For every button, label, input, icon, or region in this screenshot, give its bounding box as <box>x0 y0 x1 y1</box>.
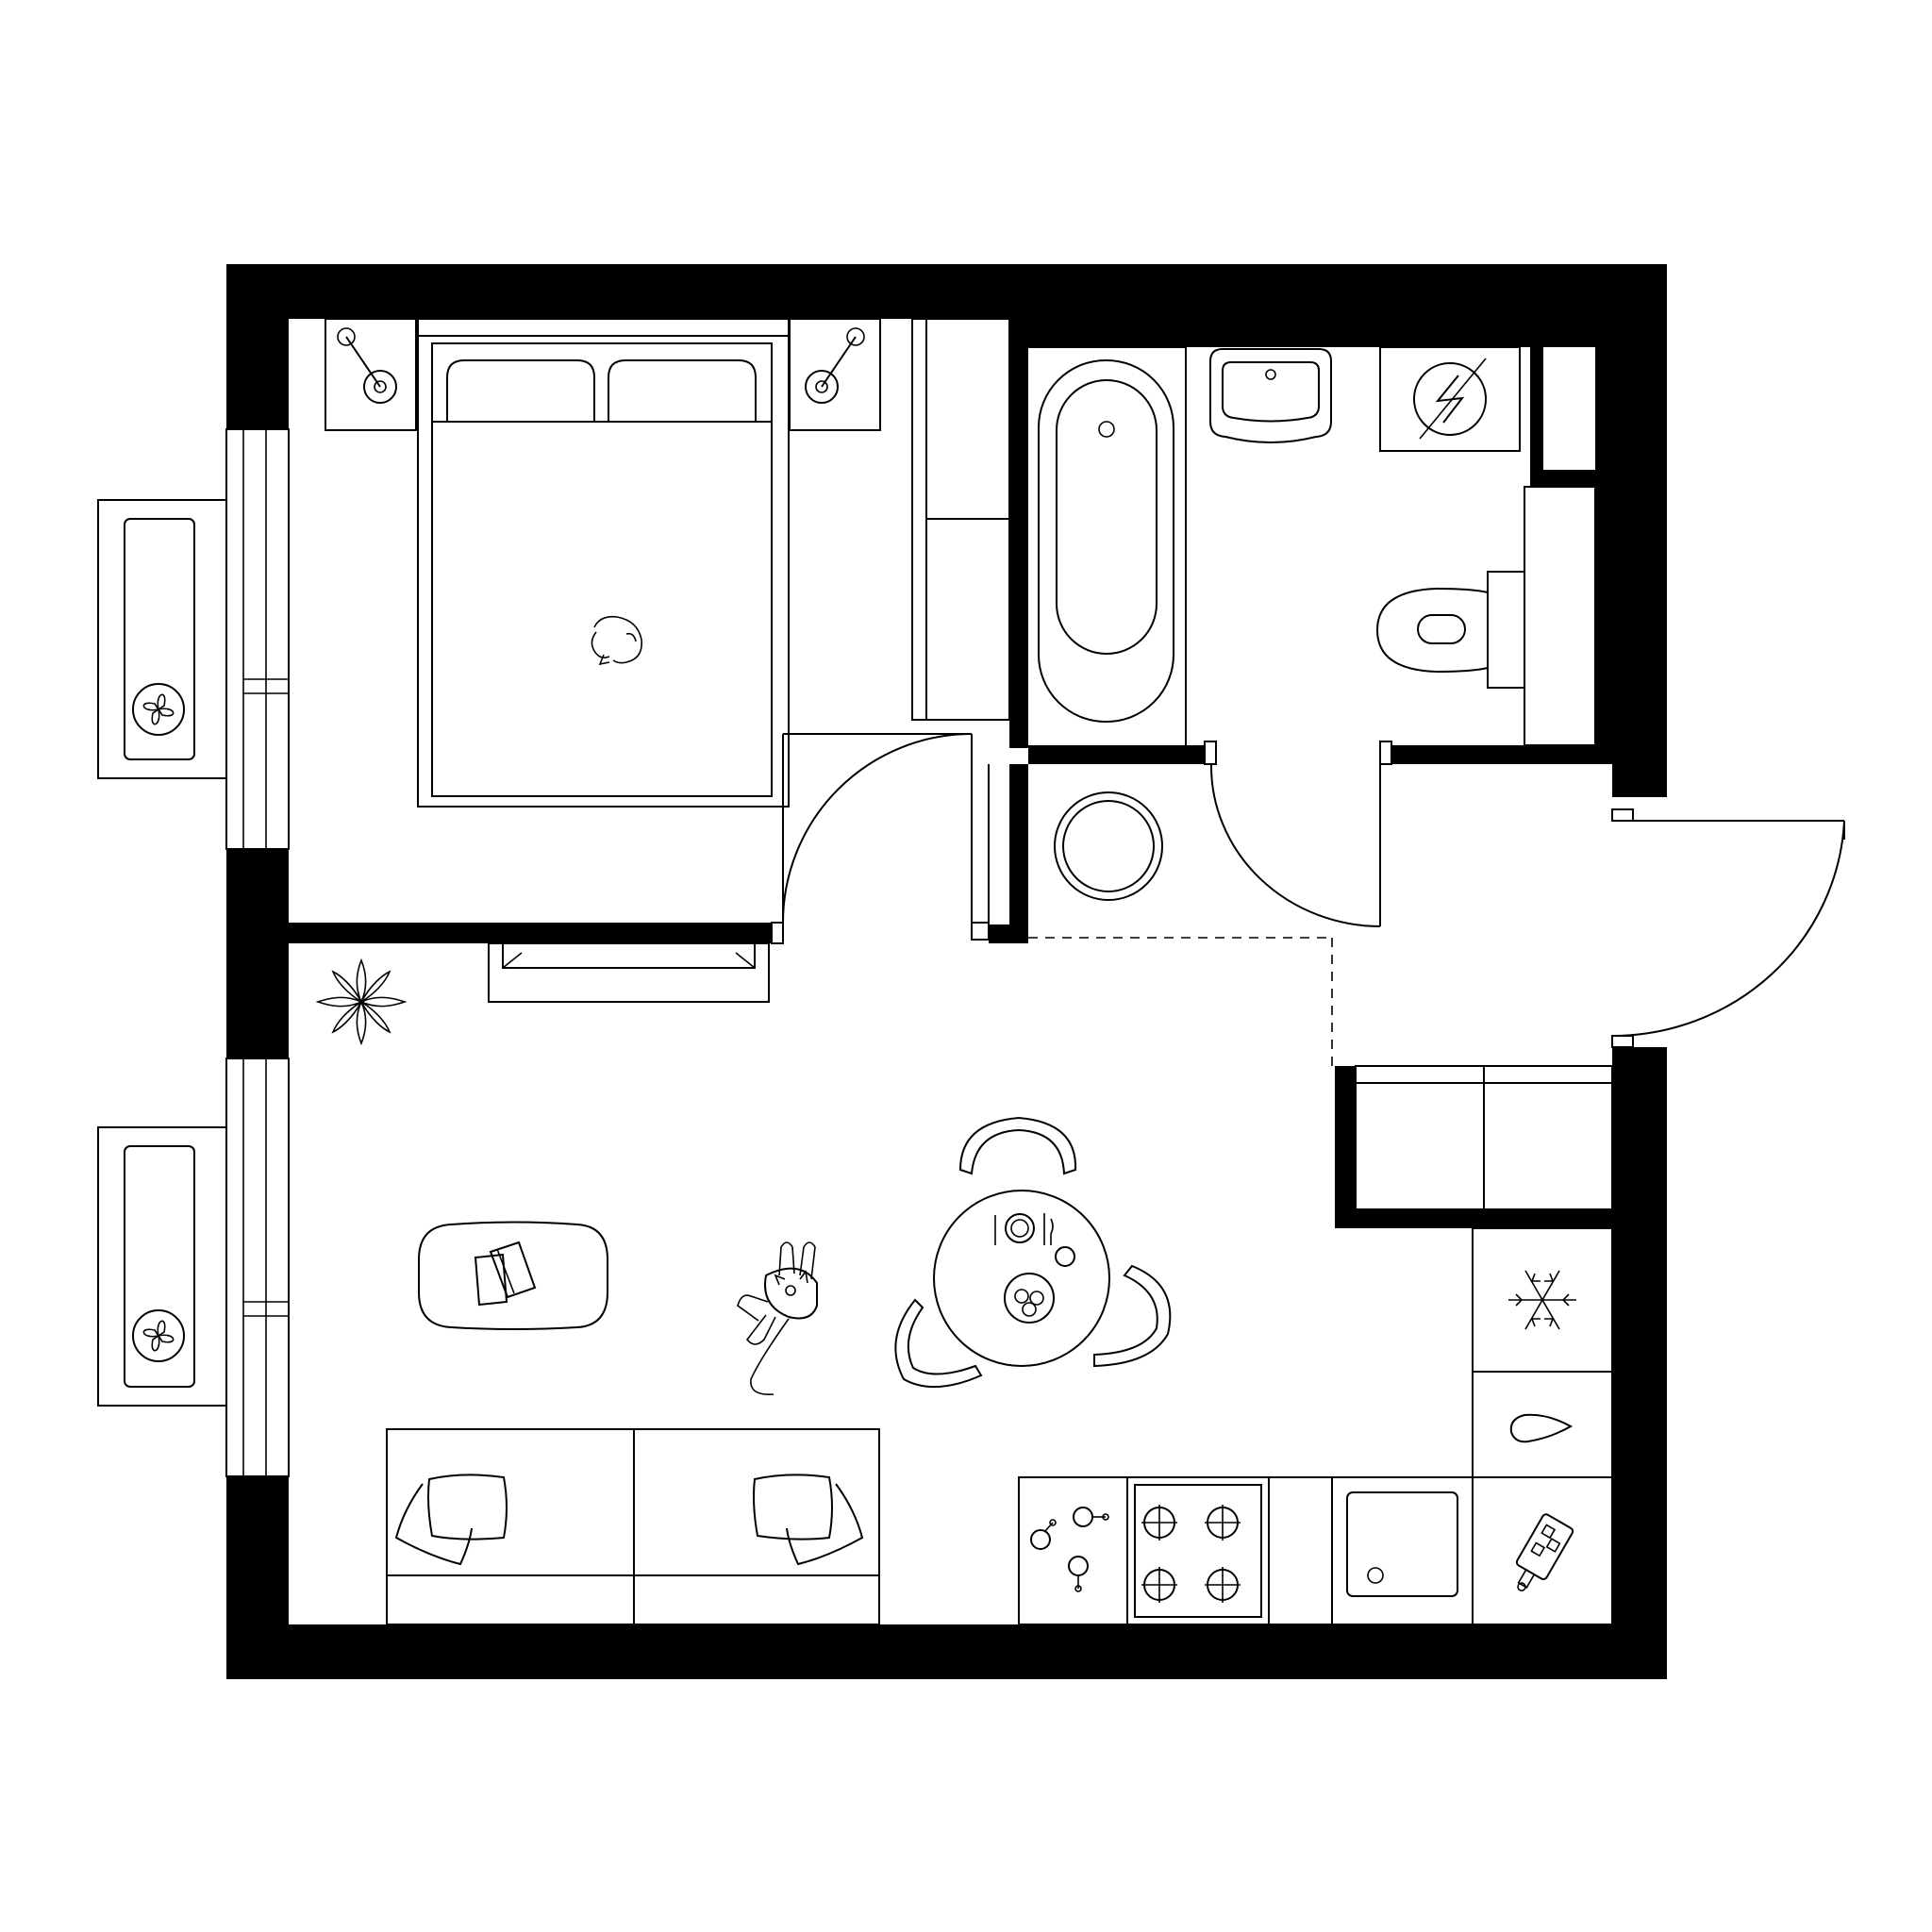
washbasin <box>1209 348 1332 443</box>
cutting-board <box>1472 1476 1613 1625</box>
bedroom-door[interactable] <box>771 733 990 944</box>
burner-icon <box>1205 1567 1241 1603</box>
window-top <box>225 428 290 850</box>
interior-walls <box>289 319 1612 1228</box>
burner-icon <box>1141 1505 1177 1541</box>
wardrobe <box>911 318 1010 721</box>
window-bottom <box>225 1058 290 1477</box>
dining-chair <box>958 1116 1077 1175</box>
toilet <box>1375 486 1596 746</box>
dining-chair <box>894 1298 983 1388</box>
burner-icon <box>1141 1567 1177 1603</box>
entrance-door[interactable] <box>1611 808 1845 1048</box>
water-drop-icon <box>1509 1413 1574 1443</box>
sleeping-cat <box>591 615 642 666</box>
nightstand <box>789 318 881 431</box>
nightstand <box>325 318 417 431</box>
sofa <box>386 1428 880 1625</box>
cooktop <box>1126 1476 1270 1625</box>
balcony-unit-bottom <box>97 1126 227 1407</box>
fan-icon <box>142 1320 175 1352</box>
floor-plant <box>315 958 408 1046</box>
coffee-table <box>418 1221 608 1330</box>
counter <box>1268 1476 1333 1625</box>
snowflake-icon <box>1508 1270 1576 1330</box>
tv-stand <box>488 942 770 1003</box>
balcony-unit-top <box>97 499 227 779</box>
fan-icon <box>142 693 175 725</box>
burner-icon <box>1205 1505 1241 1541</box>
double-bed <box>417 318 790 808</box>
books <box>474 1241 537 1307</box>
bathroom-door[interactable] <box>1204 741 1392 927</box>
dishwasher <box>1472 1371 1613 1478</box>
sink <box>1331 1476 1474 1625</box>
water-heater <box>1379 346 1521 452</box>
dining-chair <box>1093 1264 1172 1368</box>
entry-closet <box>1355 1065 1613 1210</box>
refrigerator <box>1472 1227 1613 1373</box>
bathtub <box>1028 346 1187 745</box>
dining-table <box>933 1190 1110 1367</box>
exterior-walls <box>226 264 1667 1679</box>
washing-machine <box>1054 791 1163 901</box>
kettle <box>1018 1476 1128 1625</box>
cat <box>737 1241 818 1395</box>
